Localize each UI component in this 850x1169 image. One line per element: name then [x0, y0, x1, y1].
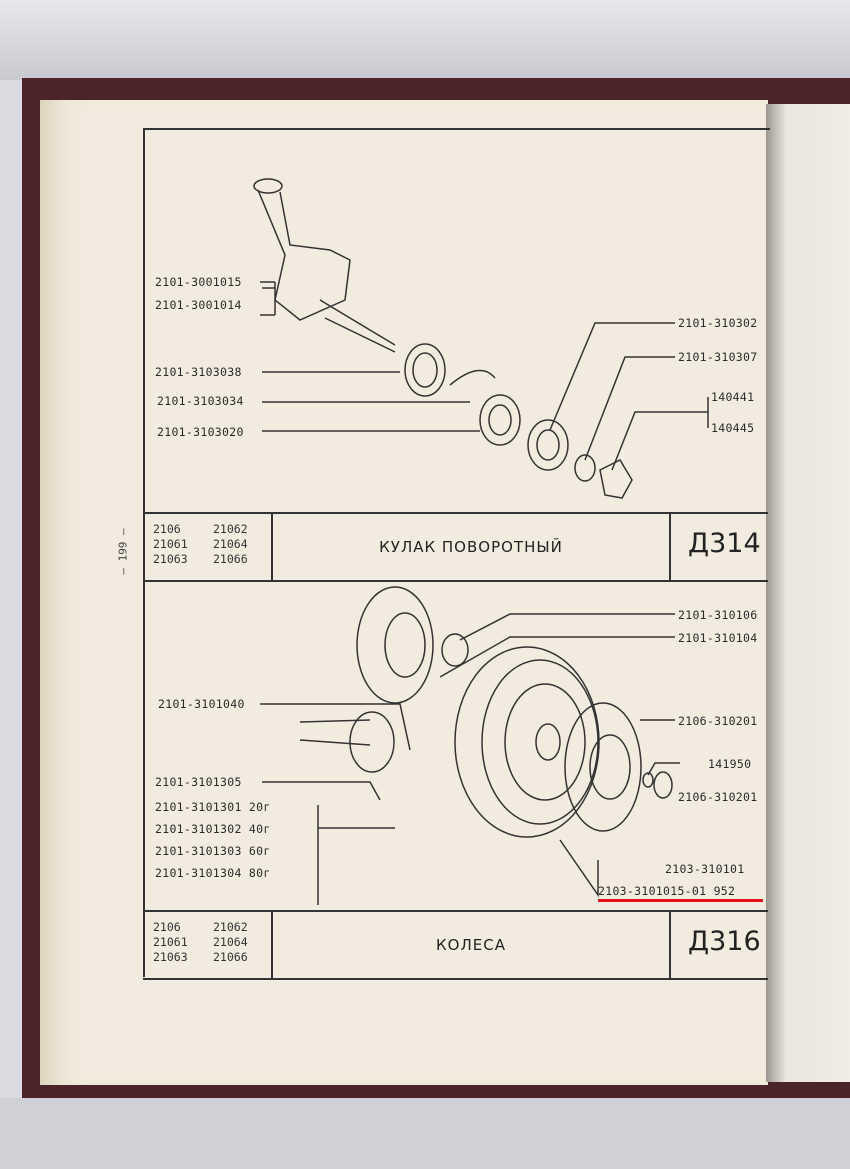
part-label: 2101-3101304 80г — [155, 866, 271, 880]
section-title-row: 2106 21062 21061 21064 21063 21066 КОЛЕСА Д… — [143, 910, 768, 980]
model-list: 2106 21062 21061 21064 21063 21066 — [153, 522, 273, 567]
part-label: 2106-310201 — [678, 714, 758, 728]
model-list: 2106 21062 21061 21064 21063 21066 — [153, 920, 273, 965]
part-label: 140445 — [711, 421, 755, 435]
part-label: 2101-310307 — [678, 350, 758, 364]
model: 21061 — [153, 935, 188, 949]
model: 21066 — [213, 950, 248, 964]
model: 21063 — [153, 552, 188, 566]
part-label: 2101-3101040 — [158, 697, 245, 711]
model: 2106 — [153, 920, 181, 934]
part-label: 2106-310201 — [678, 790, 758, 804]
model: 21063 — [153, 950, 188, 964]
section-title-row: 2106 21062 21061 21064 21063 21066 КУЛАК ПО… — [143, 512, 768, 582]
part-label: 2101-3001015 — [155, 275, 242, 289]
part-label: 2101-310302 — [678, 316, 758, 330]
part-label: 2101-3101305 — [155, 775, 242, 789]
section-code: Д314 — [688, 528, 761, 559]
part-label: 2101-3103034 — [157, 394, 244, 408]
section-code: Д316 — [688, 926, 761, 957]
section-title: КУЛАК ПОВОРОТНЫЙ — [271, 514, 671, 580]
part-label: 140441 — [711, 390, 755, 404]
part-label: 2101-310106 — [678, 608, 758, 622]
page — [40, 100, 768, 1085]
part-label: 2101-3101301 20г — [155, 800, 271, 814]
part-label: 2103-310101 — [665, 862, 745, 876]
part-label: 2101-3103038 — [155, 365, 242, 379]
model: 21062 — [213, 920, 248, 934]
part-label: 141950 — [708, 757, 752, 771]
next-page-edge — [766, 104, 850, 1082]
part-label: 2101-3001014 — [155, 298, 242, 312]
model: 21064 — [213, 935, 248, 949]
diagram-frame — [143, 128, 770, 977]
part-label: 2101-3101302 40г — [155, 822, 271, 836]
model: 21062 — [213, 522, 248, 536]
model: 21061 — [153, 537, 188, 551]
part-label: 2101-310104 — [678, 631, 758, 645]
part-label: 2101-3101303 60г — [155, 844, 271, 858]
part-label: 2101-3103020 — [157, 425, 244, 439]
background — [0, 0, 850, 80]
part-label-highlighted: 2103-3101015-01 952 — [598, 884, 736, 898]
section-title: КОЛЕСА — [271, 912, 671, 978]
background — [0, 1098, 850, 1169]
red-underline — [598, 899, 763, 902]
model: 21066 — [213, 552, 248, 566]
model: 2106 — [153, 522, 181, 536]
model: 21064 — [213, 537, 248, 551]
